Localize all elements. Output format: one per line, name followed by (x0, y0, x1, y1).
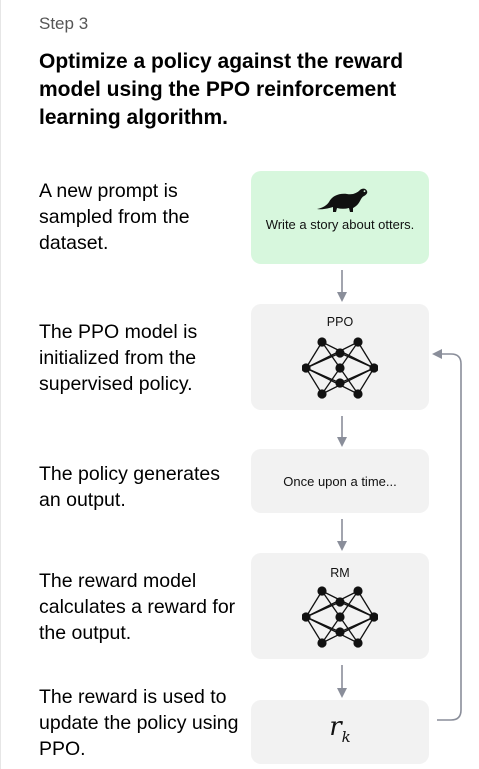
step-description-ppo: The PPO model is initialized from the su… (39, 321, 198, 395)
feedback-arrow (432, 349, 462, 721)
step-description-prompt: A new prompt is sampled from the dataset… (39, 180, 190, 254)
step-heading: Optimize a policy against the reward mod… (39, 50, 404, 129)
reward-symbol: rk (251, 712, 429, 746)
reward-box: rk (251, 700, 429, 764)
prompt-box: Write a story about otters. (251, 171, 429, 264)
reward-symbol-letter: r (329, 712, 342, 742)
ppo-label: PPO (326, 315, 354, 329)
step-description-output: The policy generates an output. (39, 463, 221, 511)
output-box: Once upon a time... (251, 449, 429, 513)
neural-network-icon (302, 586, 378, 648)
rm-label: RM (330, 566, 350, 580)
neural-network-icon (302, 337, 378, 399)
otter-icon (317, 188, 368, 212)
step-description-update: The reward is used to update the policy … (39, 686, 239, 760)
reward-model-box: RM (251, 553, 429, 659)
prompt-text: Write a story about otters. (265, 217, 415, 232)
ppo-model-box: PPO (251, 304, 429, 410)
step-description-reward-model: The reward model calculates a reward for… (39, 570, 236, 644)
output-text: Once upon a time... (283, 474, 397, 489)
reward-symbol-subscript: k (341, 728, 351, 746)
left-divider (0, 0, 1, 769)
step-label: Step 3 (39, 14, 89, 33)
